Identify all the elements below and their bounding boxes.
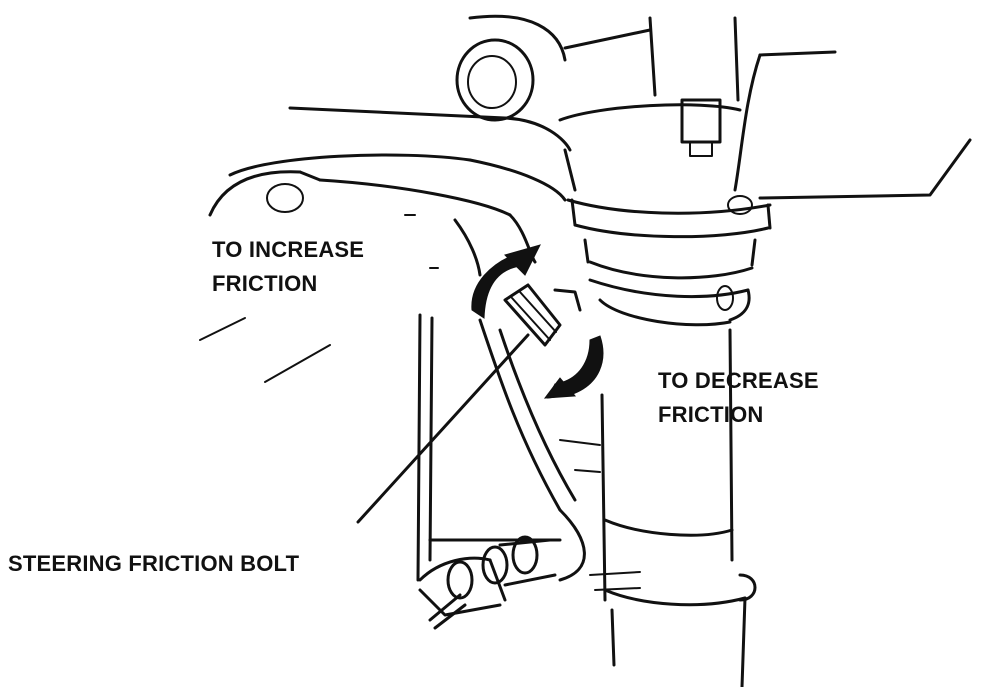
increase-friction-label: TO INCREASE FRICTION (212, 233, 364, 301)
decrease-arrow-icon (545, 336, 603, 398)
motion-lines (200, 318, 330, 382)
decrease-friction-line-2: FRICTION (658, 398, 819, 432)
decrease-friction-line-1: TO DECREASE (658, 364, 819, 398)
lower-clamp-bolt (420, 537, 640, 628)
steering-friction-bolt-label: STEERING FRICTION BOLT (8, 547, 299, 581)
increase-friction-line-1: TO INCREASE (212, 233, 364, 267)
steering-friction-bolt-icon (505, 285, 580, 345)
increase-friction-line-2: FRICTION (212, 267, 364, 301)
bolt-leader-line (358, 335, 528, 522)
handlebar-knob (457, 16, 650, 120)
stem-nut (682, 100, 720, 156)
increase-arrow-icon (472, 245, 540, 318)
steering-head (505, 105, 770, 237)
steering-friction-bolt-text: STEERING FRICTION BOLT (8, 547, 299, 581)
fork-tube (585, 240, 755, 687)
decrease-friction-label: TO DECREASE FRICTION (658, 364, 819, 432)
